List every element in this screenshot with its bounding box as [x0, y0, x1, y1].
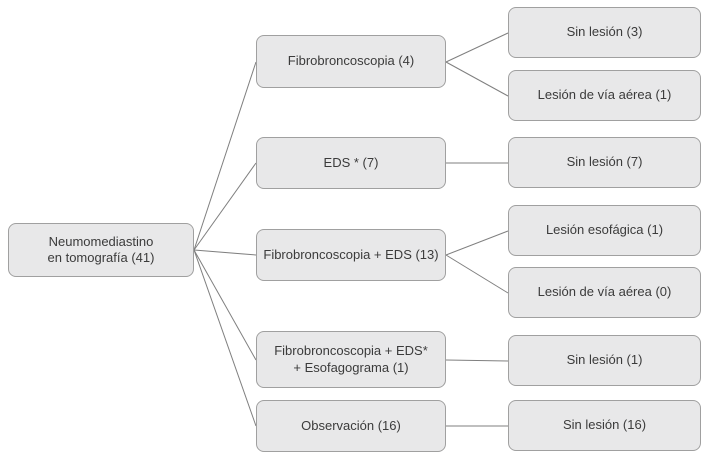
edge-root-fibro-eds-esofagograma: [193, 249, 257, 361]
node-outcome-lesion-via-aerea-0: Lesión de vía aérea (0): [508, 267, 701, 318]
edge-root-fibrobroncoscopia: [193, 61, 257, 251]
edge-fibrobroncoscopia-sin-lesion-3: [445, 32, 509, 63]
node-procedure-observacion: Observación (16): [256, 400, 446, 452]
edge-root-eds: [193, 162, 257, 251]
node-outcome-lesion-via-aerea-1: Lesión de vía aérea (1): [508, 70, 701, 121]
node-outcome-lesion-esofagica-1: Lesión esofágica (1): [508, 205, 701, 256]
edge-fibro-eds-esofagograma-sin-lesion-1: [445, 359, 509, 362]
edge-fibro-eds-lesion-via-aerea-0: [445, 254, 509, 294]
node-outcome-sin-lesion-16: Sin lesión (16): [508, 400, 701, 451]
edge-fibro-eds-lesion-esofagica-1: [445, 230, 509, 256]
node-procedure-fibrobroncoscopia-eds-esofagograma: Fibrobroncoscopia + EDS* + Esofagograma …: [256, 331, 446, 388]
node-outcome-sin-lesion-3: Sin lesión (3): [508, 7, 701, 58]
node-procedure-eds: EDS * (7): [256, 137, 446, 189]
node-outcome-sin-lesion-7: Sin lesión (7): [508, 137, 701, 188]
edge-root-fibro-eds: [193, 249, 257, 256]
edge-fibrobroncoscopia-lesion-via-aerea-1: [445, 61, 509, 97]
node-procedure-fibrobroncoscopia: Fibrobroncoscopia (4): [256, 35, 446, 88]
node-outcome-sin-lesion-1: Sin lesión (1): [508, 335, 701, 386]
node-root-neumomediastino: Neumomediastino en tomografía (41): [8, 223, 194, 277]
edge-root-observacion: [193, 249, 257, 427]
node-procedure-fibrobroncoscopia-eds: Fibrobroncoscopia + EDS (13): [256, 229, 446, 281]
